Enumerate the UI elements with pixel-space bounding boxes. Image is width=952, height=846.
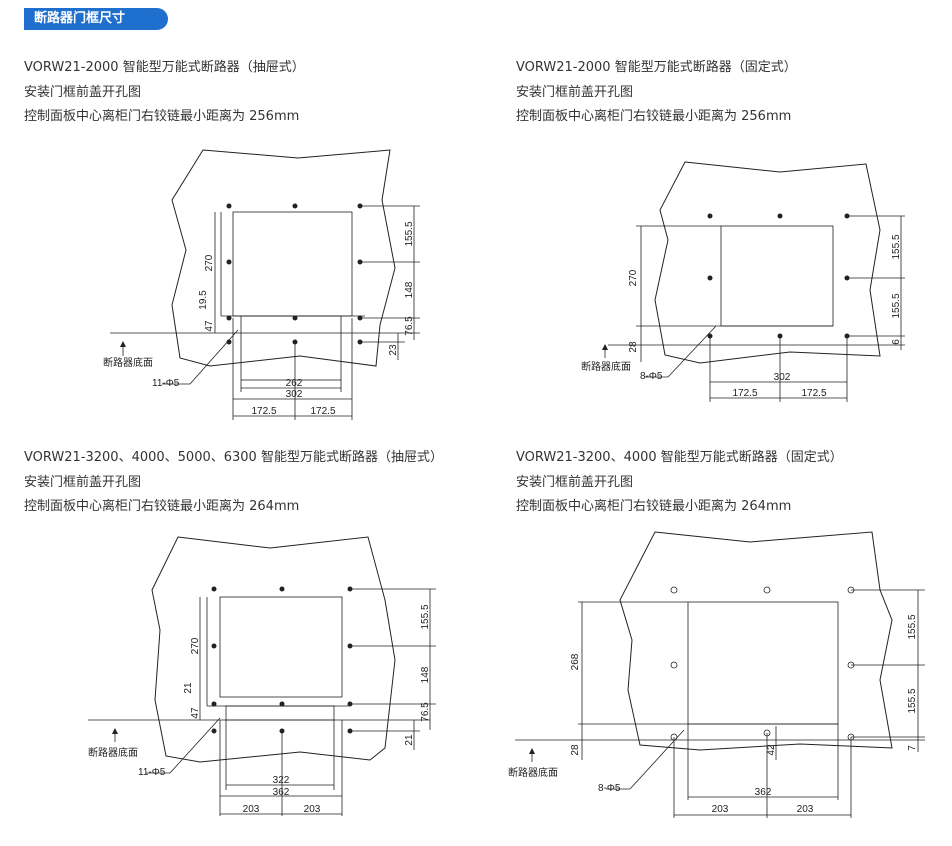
- dim-half-left: 172.5: [251, 406, 276, 417]
- base-label-4: 断路器底面: [508, 766, 558, 779]
- dim-width-outer-2: 302: [774, 372, 791, 383]
- dim-width-outer-4: 362: [755, 787, 772, 798]
- panel-2-note: 控制面板中心离柜门右铰链最小距离为 256mm: [516, 109, 792, 124]
- panel-1-note: 控制面板中心离柜门右铰链最小距离为 256mm: [24, 109, 300, 124]
- panel-3-caption: 安装门框前盖开孔图: [24, 474, 142, 490]
- panel-2-description: VORW21-2000 智能型万能式断路器（固定式） 安装门框前盖开孔图 控制面…: [516, 56, 797, 130]
- panel-3-model: VORW21-3200、4000、5000、6300 智能型万能式断路器（抽屉式…: [24, 450, 443, 465]
- dim-half-left-3: 203: [243, 804, 260, 815]
- panel-2-model: VORW21-2000 智能型万能式断路器（固定式）: [516, 60, 797, 75]
- dim-top-4: 155.5: [907, 614, 918, 639]
- holes-label-3: 11-Φ5: [138, 767, 166, 778]
- dim-left-height-4: 268: [570, 653, 581, 670]
- dim-left-height: 270: [204, 254, 215, 271]
- dim-half-right: 172.5: [310, 406, 335, 417]
- dim-center-small-4: 42: [766, 744, 777, 756]
- dim-right-small: 76.5: [404, 316, 415, 336]
- section-title: 断路器门框尺寸: [24, 8, 168, 30]
- panel-4-model: VORW21-3200、4000 智能型万能式断路器（固定式）: [516, 450, 843, 465]
- dim-left-bottom: 47: [204, 320, 215, 332]
- dim-width-inner-3: 322: [273, 775, 290, 786]
- panel-4-note: 控制面板中心离柜门右铰链最小距离为 264mm: [516, 499, 792, 514]
- holes-label-2: 8-Φ5: [640, 371, 663, 382]
- dim-left-bottom-3: 47: [190, 707, 201, 719]
- dim-left-height-2: 270: [628, 269, 639, 286]
- dim-width-outer: 302: [286, 389, 303, 400]
- base-label: 断路器底面: [103, 356, 153, 369]
- holes-label: 11-Φ5: [152, 378, 180, 389]
- dim-width-inner: 262: [286, 378, 303, 389]
- panel-3-note: 控制面板中心离柜门右铰链最小距离为 264mm: [24, 499, 300, 514]
- dim-right-bottom-3: 21: [404, 734, 415, 746]
- dim-mid-4: 155.5: [907, 688, 918, 713]
- base-label-2: 断路器底面: [581, 360, 631, 373]
- dim-left-bottom-4: 28: [570, 744, 581, 756]
- dim-right-small-3: 76.5: [420, 702, 431, 722]
- panel-4-description: VORW21-3200、4000 智能型万能式断路器（固定式） 安装门框前盖开孔…: [516, 446, 843, 520]
- dim-mid-3: 148: [420, 666, 431, 683]
- mounting-holes-2: [707, 213, 850, 339]
- dim-mid-2: 155.5: [891, 293, 902, 318]
- dim-left-bottom-2: 28: [628, 341, 639, 353]
- dim-half-left-4: 203: [712, 804, 729, 815]
- dim-right-bottom-4: 7: [907, 745, 918, 751]
- dim-left-small-3: 21: [183, 682, 194, 694]
- panel-1-caption: 安装门框前盖开孔图: [24, 84, 142, 100]
- mounting-holes-4: [670, 586, 855, 741]
- panel-3-description: VORW21-3200、4000、5000、6300 智能型万能式断路器（抽屉式…: [24, 446, 443, 520]
- holes-label-4: 8-Φ5: [598, 783, 621, 794]
- panel-4-caption: 安装门框前盖开孔图: [516, 474, 634, 490]
- dim-left-height-3: 270: [190, 637, 201, 654]
- dim-half-right-4: 203: [797, 804, 814, 815]
- dim-right-bottom-2: 6: [891, 339, 902, 345]
- dim-top-3: 155.5: [420, 604, 431, 629]
- dim-half-right-3: 203: [304, 804, 321, 815]
- dim-half-left-2: 172.5: [732, 388, 757, 399]
- dim-mid: 148: [404, 281, 415, 298]
- dim-width-outer-3: 362: [273, 787, 290, 798]
- dim-half-right-2: 172.5: [801, 388, 826, 399]
- base-label-3: 断路器底面: [88, 746, 138, 759]
- panel-2-caption: 安装门框前盖开孔图: [516, 84, 634, 100]
- dim-right-bottom: 23: [388, 344, 399, 356]
- dim-top-2: 155.5: [891, 234, 902, 259]
- panel-1-model: VORW21-2000 智能型万能式断路器（抽屉式）: [24, 60, 305, 75]
- dim-left-small: 19.5: [198, 290, 209, 310]
- dim-top: 155.5: [404, 221, 415, 246]
- panel-1-description: VORW21-2000 智能型万能式断路器（抽屉式） 安装门框前盖开孔图 控制面…: [24, 56, 305, 130]
